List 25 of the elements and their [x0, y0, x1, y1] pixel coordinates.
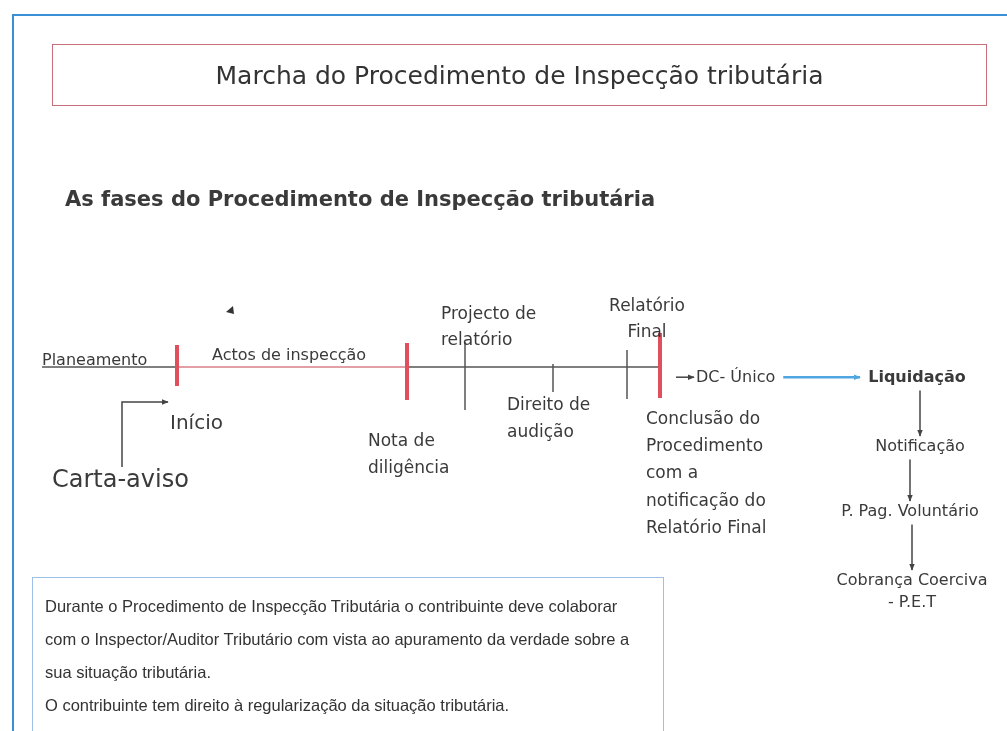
step-label: Notificação [862, 435, 978, 458]
title-banner: Marcha do Procedimento de Inspecção tributária [52, 44, 987, 106]
step-label: Cobrança Coerciva - P.E.T [832, 569, 992, 614]
arrow [783, 374, 861, 380]
subheading: As fases do Procedimento de Inspecção tributária [65, 186, 656, 213]
arrow [917, 389, 923, 437]
step-label: Início [170, 396, 223, 436]
phase-label: Relatório Final [608, 294, 686, 344]
note-text: Durante o Procedimento de Inspecção Tributária o contribuinte deve colaborar com o Inspector/Auditor Tributário com vista ao apuramento da verdade sobre a sua situação tributária. [45, 596, 631, 683]
step-label: DC- Único [696, 366, 776, 389]
note-box [32, 577, 664, 731]
arrow [909, 523, 915, 571]
phase-label: Planeamento [42, 349, 148, 371]
phase-label: Direito de audição [507, 393, 592, 444]
arrow [907, 458, 913, 502]
note-text: O contribuinte tem direito à regularização da situação tributária. [45, 695, 511, 716]
step-label: Carta-aviso [52, 463, 189, 497]
phase-label: Conclusão do Procedimento com a notificação do Relatório Final [646, 407, 768, 539]
step-label: Liquidação [862, 366, 972, 389]
phase-label: Nota de diligência [368, 429, 451, 480]
arrow [675, 374, 695, 380]
arrow [121, 399, 169, 468]
phase-label: Projecto de relatório [441, 302, 538, 352]
phase-label: Actos de inspecção [212, 344, 367, 366]
step-label: P. Pag. Voluntário [810, 500, 1007, 523]
